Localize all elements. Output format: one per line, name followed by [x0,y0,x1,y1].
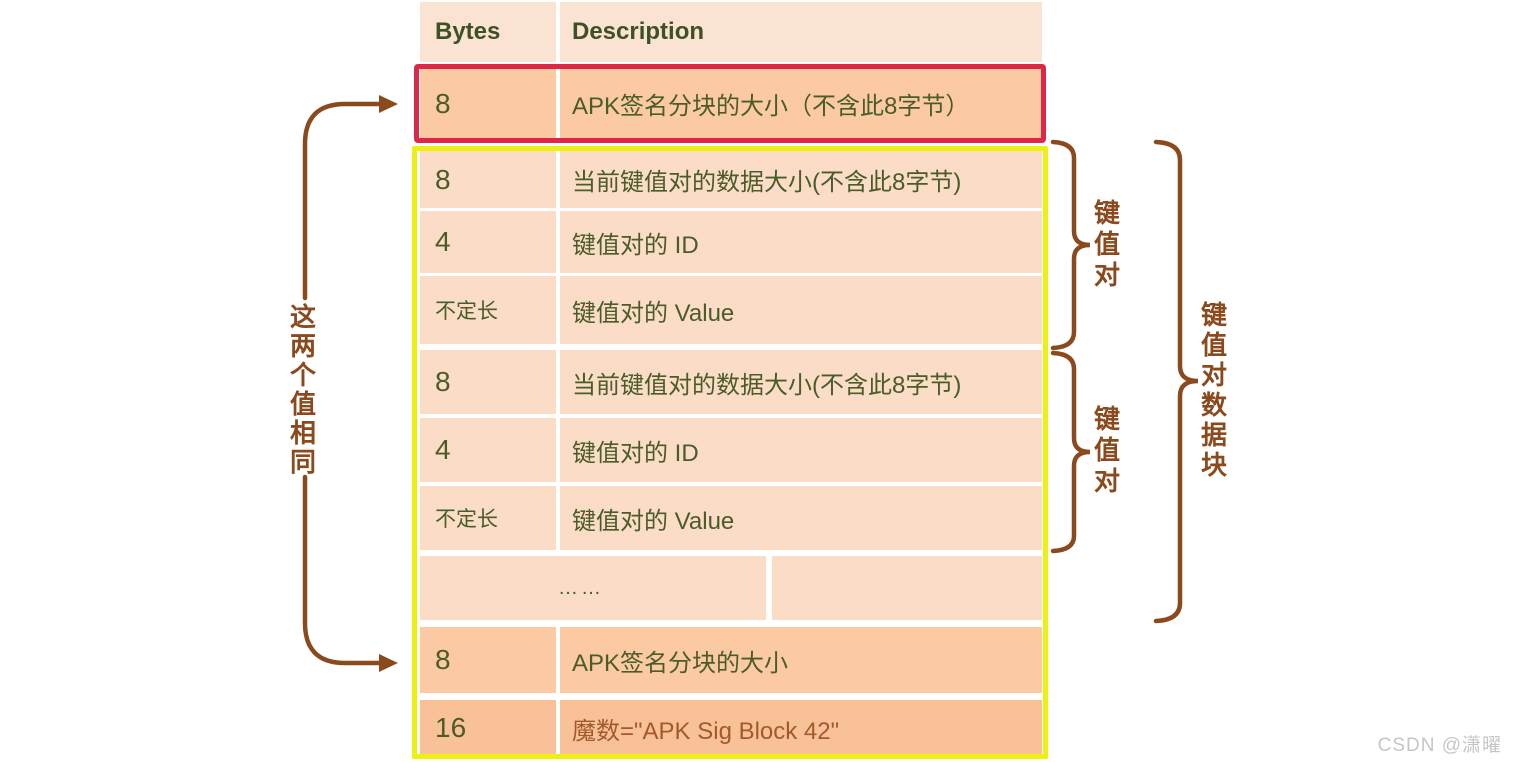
description-value: 键值对的 Value [572,507,735,535]
description-value: 键值对的 ID [572,231,699,259]
bytes-value: 不定长 [435,300,498,323]
bytes-value: 8 [435,366,451,397]
description-header-label: Description [572,18,705,45]
table-row: 8 APK签名分块的大小（不含此8字节） [420,67,1042,140]
table-row: 8 当前键值对的数据大小(不含此8字节) [420,350,1042,414]
equal-values-arrow-bottom-line [302,474,383,666]
bytes-value: 8 [435,644,451,675]
description-value: APK签名分块的大小 [572,649,789,677]
bytes-value: 不定长 [435,508,498,531]
description-cell: 键值对的 Value [560,486,1042,550]
bytes-value: …… [558,576,604,599]
table-row: 16 魔数="APK Sig Block 42" [420,700,1042,756]
brace-label-key-value-pair-top: 键值对 [1093,198,1120,290]
description-cell: 当前键值对的数据大小(不含此8字节) [560,350,1042,414]
structure-table: Bytes Description 8 APK签名分块的大小（不含此8字节） 8… [420,0,1042,762]
bytes-cell: 8 [420,627,556,693]
description-value: 当前键值对的数据大小(不含此8字节) [572,371,962,399]
description-cell: 键值对的 ID [560,418,1042,482]
table-header-row: Bytes Description [420,2,1042,62]
bytes-cell: 不定长 [420,486,556,550]
brace-label-key-value-pair-bottom: 键值对 [1093,404,1120,496]
bytes-header-cell: Bytes [420,2,556,62]
bytes-value: 8 [435,87,451,119]
table-row: 不定长 键值对的 Value [420,276,1042,344]
brace-key-value-pair-top [1050,139,1091,351]
brace-key-value-data-block [1153,139,1199,624]
description-value: 当前键值对的数据大小(不含此8字节) [572,169,962,196]
description-value: 键值对的 ID [572,439,699,467]
description-cell: 魔数="APK Sig Block 42" [560,700,1042,756]
description-value: APK签名分块的大小（不含此8字节） [572,93,970,120]
bytes-cell: 8 [420,350,556,414]
description-cell: 当前键值对的数据大小(不含此8字节) [560,151,1042,208]
brace-key-value-pair-bottom [1050,350,1091,554]
table-row: …… [420,556,1042,620]
csdn-watermark: CSDN @潇曜 [1377,735,1502,756]
arrowhead-bottom-icon [379,654,398,672]
brace-label-key-value-data-block: 键值对数据块 [1200,300,1227,480]
bytes-value: 16 [435,712,467,743]
bytes-cell: 不定长 [420,276,556,344]
description-value: 魔数="APK Sig Block 42" [572,717,840,745]
description-cell: 键值对的 ID [560,211,1042,273]
description-cell: APK签名分块的大小（不含此8字节） [560,67,1042,140]
bytes-value: 8 [435,163,451,195]
table-row: 8 当前键值对的数据大小(不含此8字节) [420,151,1042,208]
description-cell: APK签名分块的大小 [560,627,1042,693]
bytes-cell: 4 [420,418,556,482]
table-row: 不定长 键值对的 Value [420,486,1042,550]
description-value: 键值对的 Value [572,299,735,327]
description-cell: 键值对的 Value [560,276,1042,344]
table-row: 4 键值对的 ID [420,418,1042,482]
bytes-cell: 4 [420,211,556,273]
description-header-cell: Description [560,2,1042,62]
equal-values-note: 这两个值相同 [289,302,316,477]
bytes-cell: 8 [420,151,556,208]
bytes-cell: …… [420,556,766,620]
arrowhead-top-icon [379,95,398,113]
equal-values-arrow-top-line [302,101,383,301]
bytes-value: 4 [435,434,451,465]
table-row: 4 键值对的 ID [420,211,1042,273]
bytes-header-label: Bytes [435,18,501,45]
bytes-cell: 8 [420,67,556,140]
table-row: 8 APK签名分块的大小 [420,627,1042,693]
description-cell [772,556,1042,620]
bytes-value: 4 [435,226,451,257]
bytes-cell: 16 [420,700,556,756]
